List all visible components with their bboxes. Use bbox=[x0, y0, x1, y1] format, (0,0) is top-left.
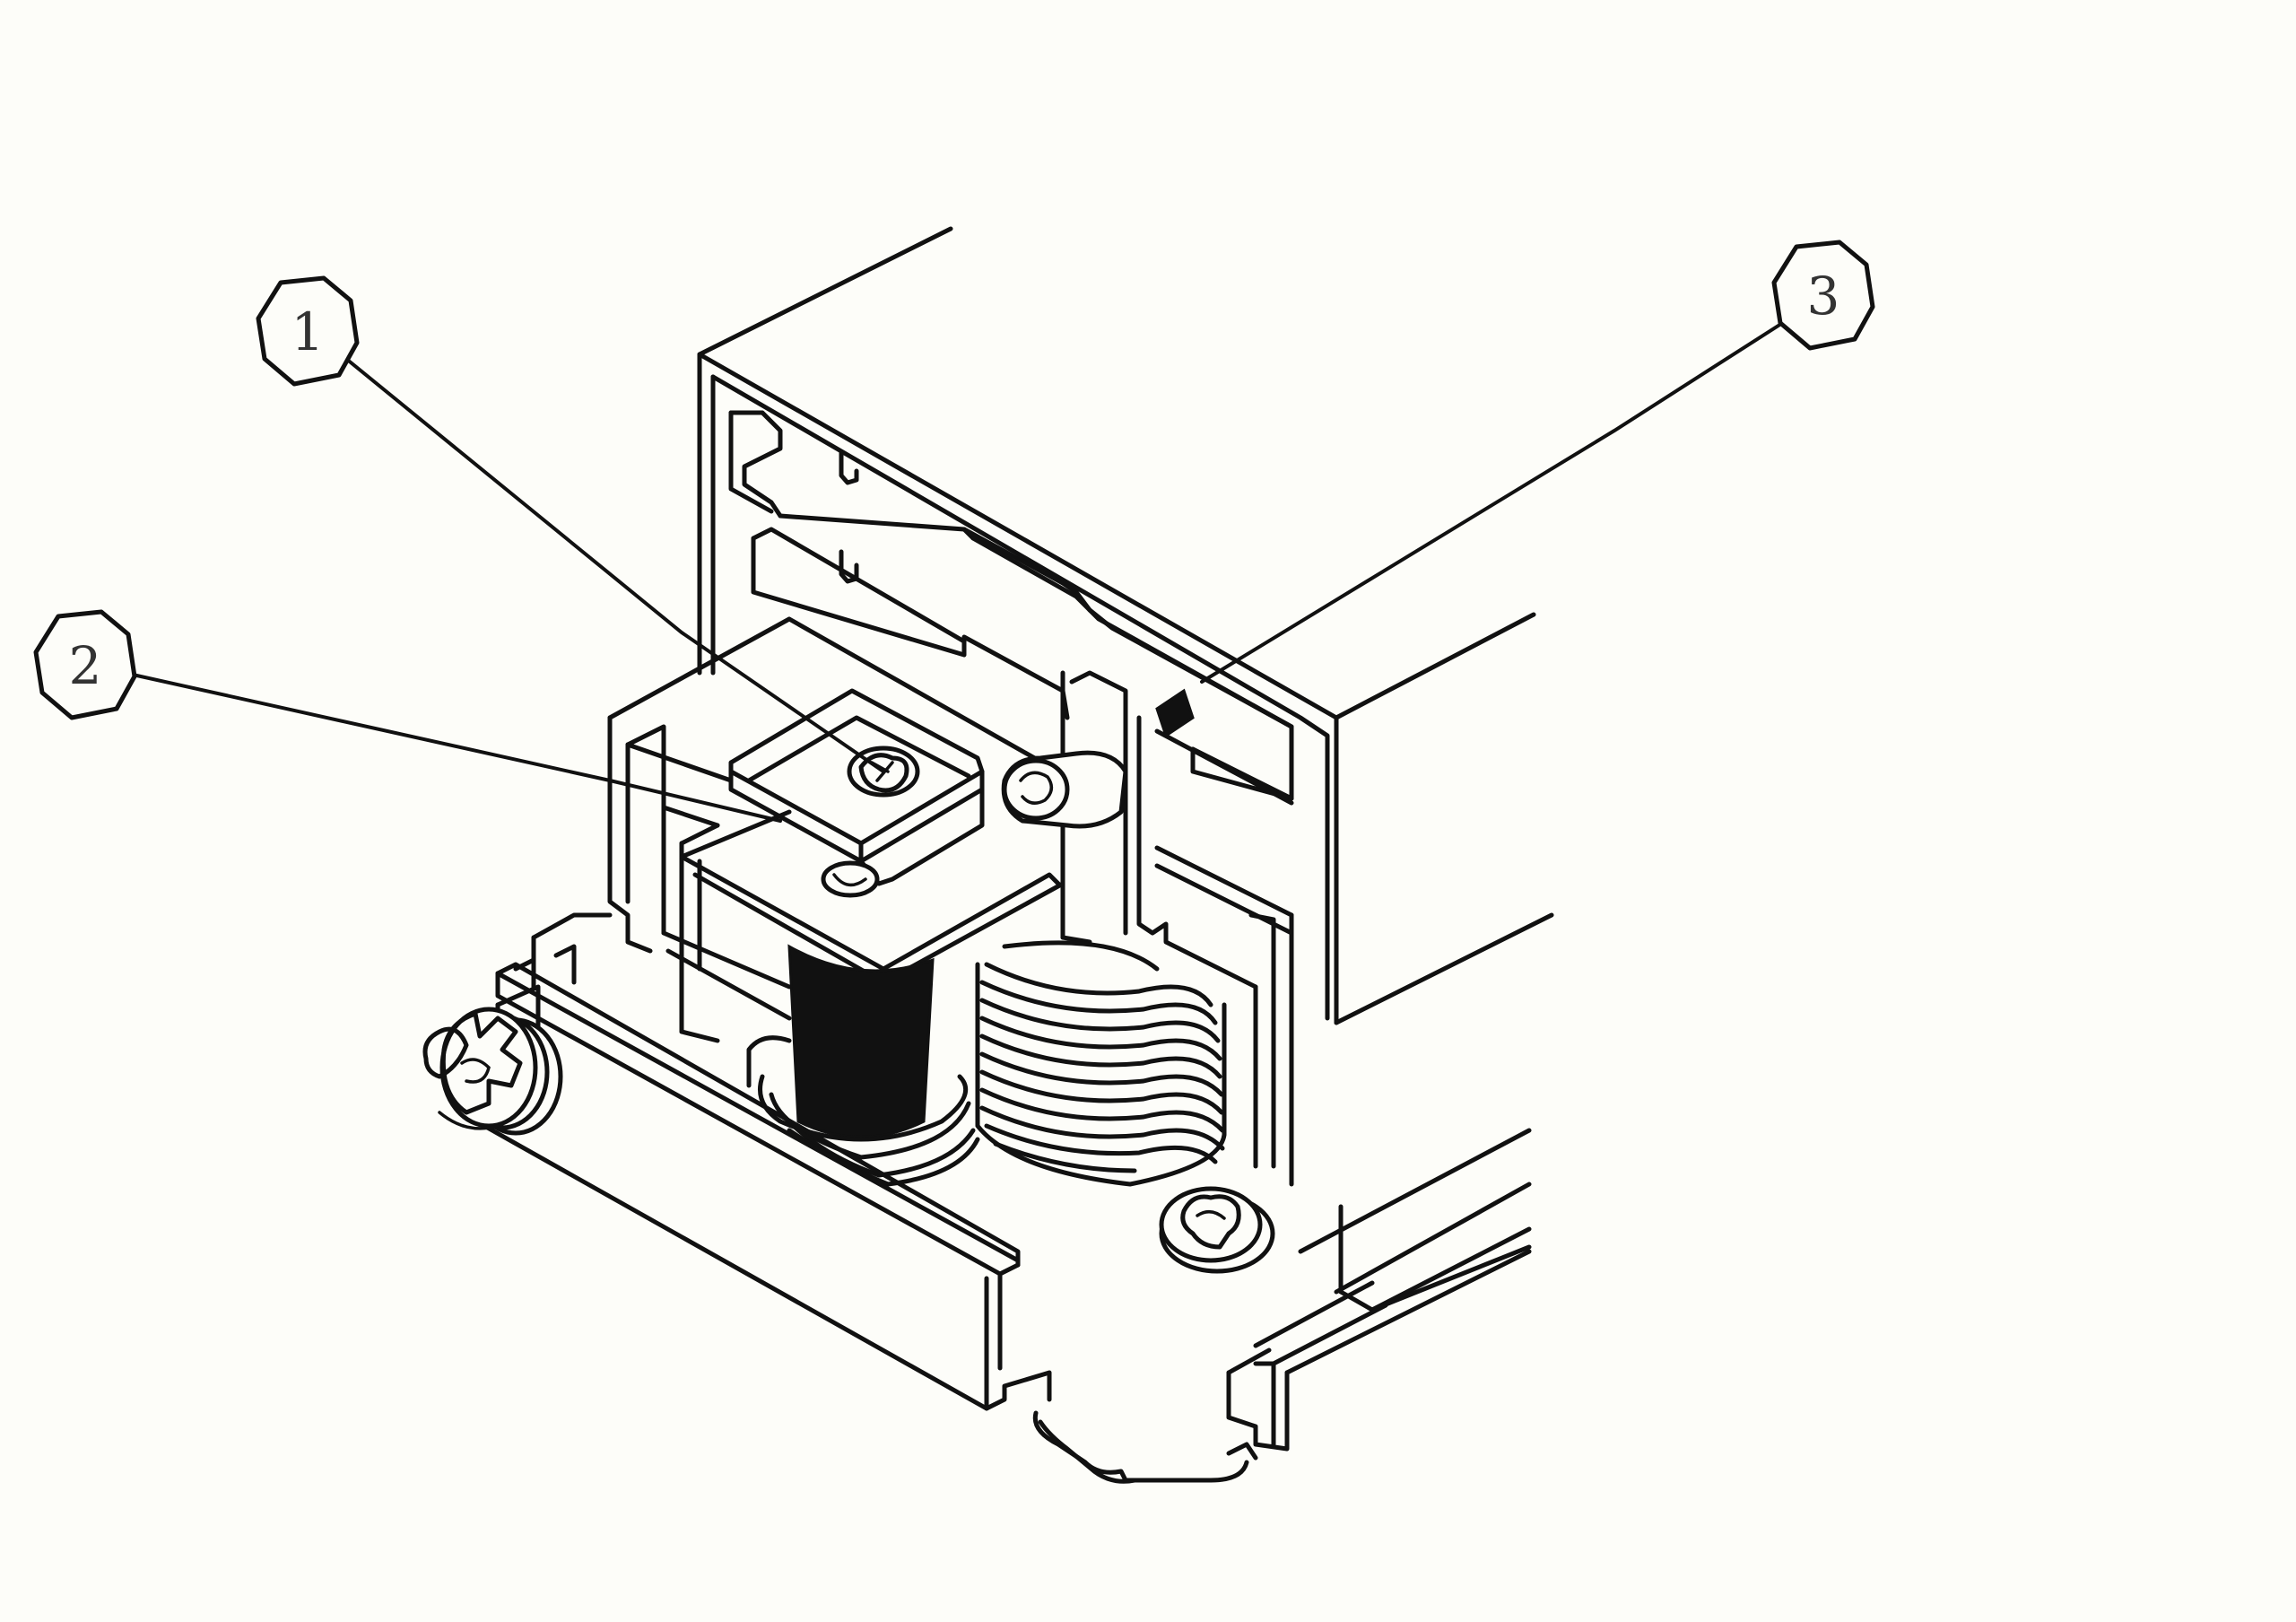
base-clamp bbox=[1032, 1249, 1532, 1484]
callout-label-3: 3 bbox=[1807, 266, 1840, 327]
top-bracket bbox=[710, 374, 1330, 1021]
callout-3: 3 bbox=[1771, 240, 1875, 351]
coil-icon bbox=[975, 940, 1227, 1187]
screw-icon bbox=[1159, 1186, 1275, 1274]
callout-label-2: 2 bbox=[69, 635, 102, 696]
nut-icon bbox=[1001, 688, 1195, 829]
leader-lines bbox=[131, 314, 1796, 823]
housing bbox=[697, 226, 1554, 1312]
leader-2 bbox=[131, 673, 782, 823]
bottom-rail bbox=[482, 912, 1052, 1411]
armature-frame bbox=[607, 616, 1294, 1187]
leader-1 bbox=[339, 353, 885, 773]
callout-2: 2 bbox=[33, 609, 137, 720]
screw-icon bbox=[422, 1007, 563, 1136]
callout-label-1: 1 bbox=[291, 301, 325, 362]
callout-1: 1 bbox=[256, 275, 360, 387]
leader-3 bbox=[1200, 314, 1796, 684]
contact-block bbox=[728, 688, 985, 898]
